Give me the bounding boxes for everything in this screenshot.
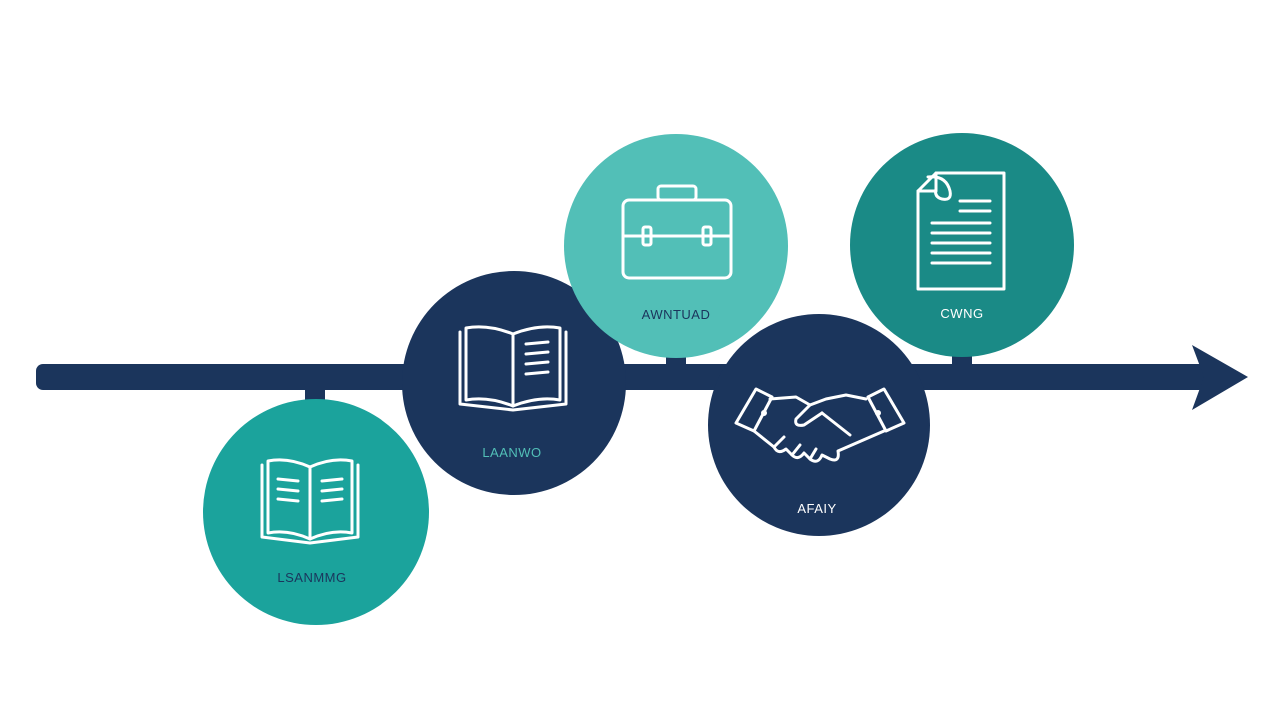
handshake-icon — [734, 387, 906, 463]
timeline-step-1: LSANMMG — [203, 399, 429, 625]
document-icon — [916, 171, 1006, 291]
step-5-label: CWNG — [940, 306, 983, 321]
timeline-step-5: CWNG — [850, 133, 1074, 357]
connector-step-1 — [305, 390, 325, 402]
timeline-arrow-head — [1192, 345, 1248, 410]
step-1-circle — [203, 399, 429, 625]
step-3-circle — [564, 134, 788, 358]
timeline-step-3: AWNTUAD — [564, 134, 788, 358]
open-book-icon — [260, 458, 360, 545]
timeline-step-4: AFAIY — [708, 314, 930, 536]
timeline-arrow — [36, 345, 1248, 410]
step-4-label: AFAIY — [797, 501, 836, 516]
step-5-circle — [850, 133, 1074, 357]
open-book-icon — [458, 325, 568, 412]
timeline-step-2: LAANWO — [402, 271, 626, 495]
step-3-label: AWNTUAD — [642, 307, 711, 322]
step-1-label: LSANMMG — [277, 570, 346, 585]
briefcase-icon — [621, 184, 733, 280]
step-4-circle — [708, 314, 930, 536]
step-2-label: LAANWO — [482, 445, 541, 460]
